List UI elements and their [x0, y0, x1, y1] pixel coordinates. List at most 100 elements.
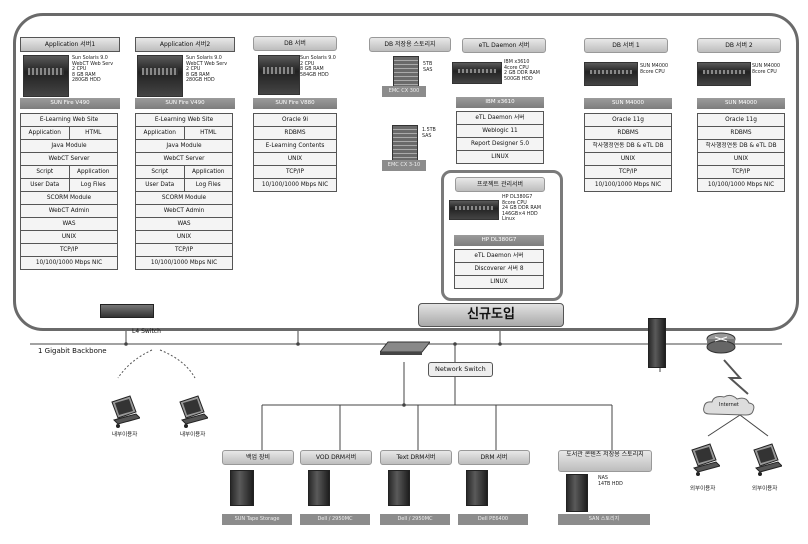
bottom-server-tag: Dell / 2950MC [300, 514, 370, 525]
db1-stack-row: Oracle 11g [584, 113, 672, 127]
internet-cloud-icon [702, 394, 756, 418]
bottom-server-header: Text DRM서버 [380, 450, 452, 465]
db1-os-bar: SUN M4000 [584, 98, 672, 109]
app1-stack-row: Java Module [20, 140, 118, 153]
app2-stack-row: SCORM Module [135, 192, 233, 205]
storage-top-tag: EMC CX 300 [382, 86, 426, 97]
l4-switch-device [100, 304, 154, 318]
db2-stack-row: Oracle 11g [697, 113, 785, 127]
app2-stack-cell: Application [143, 130, 176, 136]
etl-stack-cell: Weblogic 11 [482, 128, 518, 134]
app2-header: Application 서버2 [135, 37, 235, 52]
db1-server-image [584, 62, 638, 86]
db1-header: DB 서버 1 [584, 38, 668, 53]
new-server-os-bar: HP DL380G7 [454, 235, 544, 246]
db1-stack-row: 10/100/1000 Mbps NIC [584, 179, 672, 192]
db1-stack-cell: TCP/IP [619, 169, 637, 175]
db-stack-row: UNIX [253, 153, 337, 166]
app2-stack-row: WebCT Server [135, 153, 233, 166]
app1-os-bar: SUN Fire V490 [20, 98, 120, 109]
app1-stack-cell: SCORM Module [46, 195, 92, 201]
etl-spec: IBM x3610 4core CPU 2 GB DDR RAM 500GB H… [504, 60, 540, 82]
frame-title: 신규도입 [418, 303, 564, 327]
app2-stack-row: Java Module [135, 140, 233, 153]
db1-stack-row: RDBMS [584, 127, 672, 140]
backbone-label: 1 Gigabit Backbone [38, 347, 107, 355]
bottom-server-image [308, 470, 330, 506]
db2-server-image [697, 62, 751, 86]
etl-stack-cell: Report Designer 5.0 [470, 141, 530, 147]
app1-stack-cell: Script [36, 169, 54, 175]
internal-user-1-icon [110, 392, 141, 432]
app1-stack-cell: E-Learning Web Site [39, 117, 99, 123]
app2-stack-cell: Java Module [166, 143, 202, 149]
app2-stack-cell: 10/100/1000 Mbps NIC [150, 260, 218, 266]
app2-os-bar: SUN Fire V490 [135, 98, 235, 109]
app1-stack-row: WAS [20, 218, 118, 231]
app1-spec: Sun Solaris 9.0 WebCT Web Serv 2 CPU 8 G… [72, 56, 114, 84]
db-stack-row: TCP/IP [253, 166, 337, 179]
app1-stack-row: 10/100/1000 Mbps NIC [20, 257, 118, 270]
app1-header: Application 서버1 [20, 37, 120, 52]
db2-stack-cell: 10/100/1000 Mbps NIC [707, 182, 775, 188]
db-header: DB 서버 [253, 36, 337, 51]
l4-switch-label: L4 Switch [132, 328, 161, 335]
new_server-stack-row: LINUX [454, 276, 544, 289]
etl-server-image [452, 62, 502, 84]
app2-stack-cell: Script [151, 169, 169, 175]
app1-stack-cell: WebCT Server [48, 156, 90, 162]
internet-label: Internet [719, 402, 739, 408]
app2-stack-cell: UNIX [176, 234, 192, 240]
app2-stack-cell: User Data [145, 182, 175, 188]
external-user-2-label: 외부이용자 [752, 486, 778, 492]
app1-stack-cell: Log Files [68, 179, 118, 191]
db-stack-cell: 10/100/1000 Mbps NIC [261, 182, 329, 188]
etl-stack: eTL Daemon 서버 Weblogic 11 Report Designer … [456, 111, 544, 164]
network-switch-label: Network Switch [428, 362, 493, 377]
app1-stack-cell: Application [68, 166, 118, 178]
firewall-device [648, 318, 666, 368]
etl-stack-row: Weblogic 11 [456, 125, 544, 138]
app1-stack-row: WebCT Server [20, 153, 118, 166]
db1-stack-cell: UNIX [620, 156, 636, 162]
db-spec: Sun Solaris 9.0 2 CPU 8 GB RAM 584GB HDD [300, 56, 336, 78]
app1-stack-row: Script Application [20, 166, 118, 179]
storage-top-spec: 5TB SAS [423, 62, 433, 73]
db2-stack-row: TCP/IP [697, 166, 785, 179]
bottom-server-image [230, 470, 254, 506]
db-stack-cell: Oracle 9i [281, 117, 308, 123]
internal-user-1-label: 내부이용자 [112, 432, 138, 438]
new-server-image [449, 200, 499, 220]
db-storage-header: DB 저장용 스토리지 [369, 37, 451, 52]
app2-stack-row: WAS [135, 218, 233, 231]
bottom-server-image [466, 470, 488, 506]
new-server-header: 프로젝트 관리서버 [455, 177, 545, 192]
etl-stack-row: eTL Daemon 서버 [456, 111, 544, 125]
app1-stack-cell: TCP/IP [60, 247, 78, 253]
etl-os-bar: IBM x3610 [456, 97, 544, 108]
db-server-image [258, 55, 300, 95]
external-user-2-icon [752, 440, 783, 480]
db2-stack-row: 학사행정연동 DB & eTL DB [697, 140, 785, 153]
etl-stack-cell: LINUX [491, 154, 509, 160]
db-stack-row: 10/100/1000 Mbps NIC [253, 179, 337, 192]
db1-stack-cell: RDBMS [617, 130, 639, 136]
bottom-server-header: 백업 장비 [222, 450, 294, 465]
external-user-1-label: 외부이용자 [690, 486, 716, 492]
app2-stack-cell: WebCT Server [163, 156, 205, 162]
etl-stack-row: LINUX [456, 151, 544, 164]
app2-stack-row: 10/100/1000 Mbps NIC [135, 257, 233, 270]
db-os-bar: SUN Fire V880 [253, 98, 337, 109]
app1-stack-cell: 10/100/1000 Mbps NIC [35, 260, 103, 266]
bottom-server-header: 도서관 콘텐츠 저장용 스토리지 [558, 450, 652, 472]
db1-stack-cell: Oracle 11g [612, 117, 644, 123]
app2-stack-cell: WAS [177, 221, 191, 227]
app1-stack-cell: UNIX [61, 234, 77, 240]
db2-stack-row: 10/100/1000 Mbps NIC [697, 179, 785, 192]
bottom-server-header: DRM 서버 [458, 450, 530, 465]
internal-user-2-label: 내부이용자 [180, 432, 206, 438]
